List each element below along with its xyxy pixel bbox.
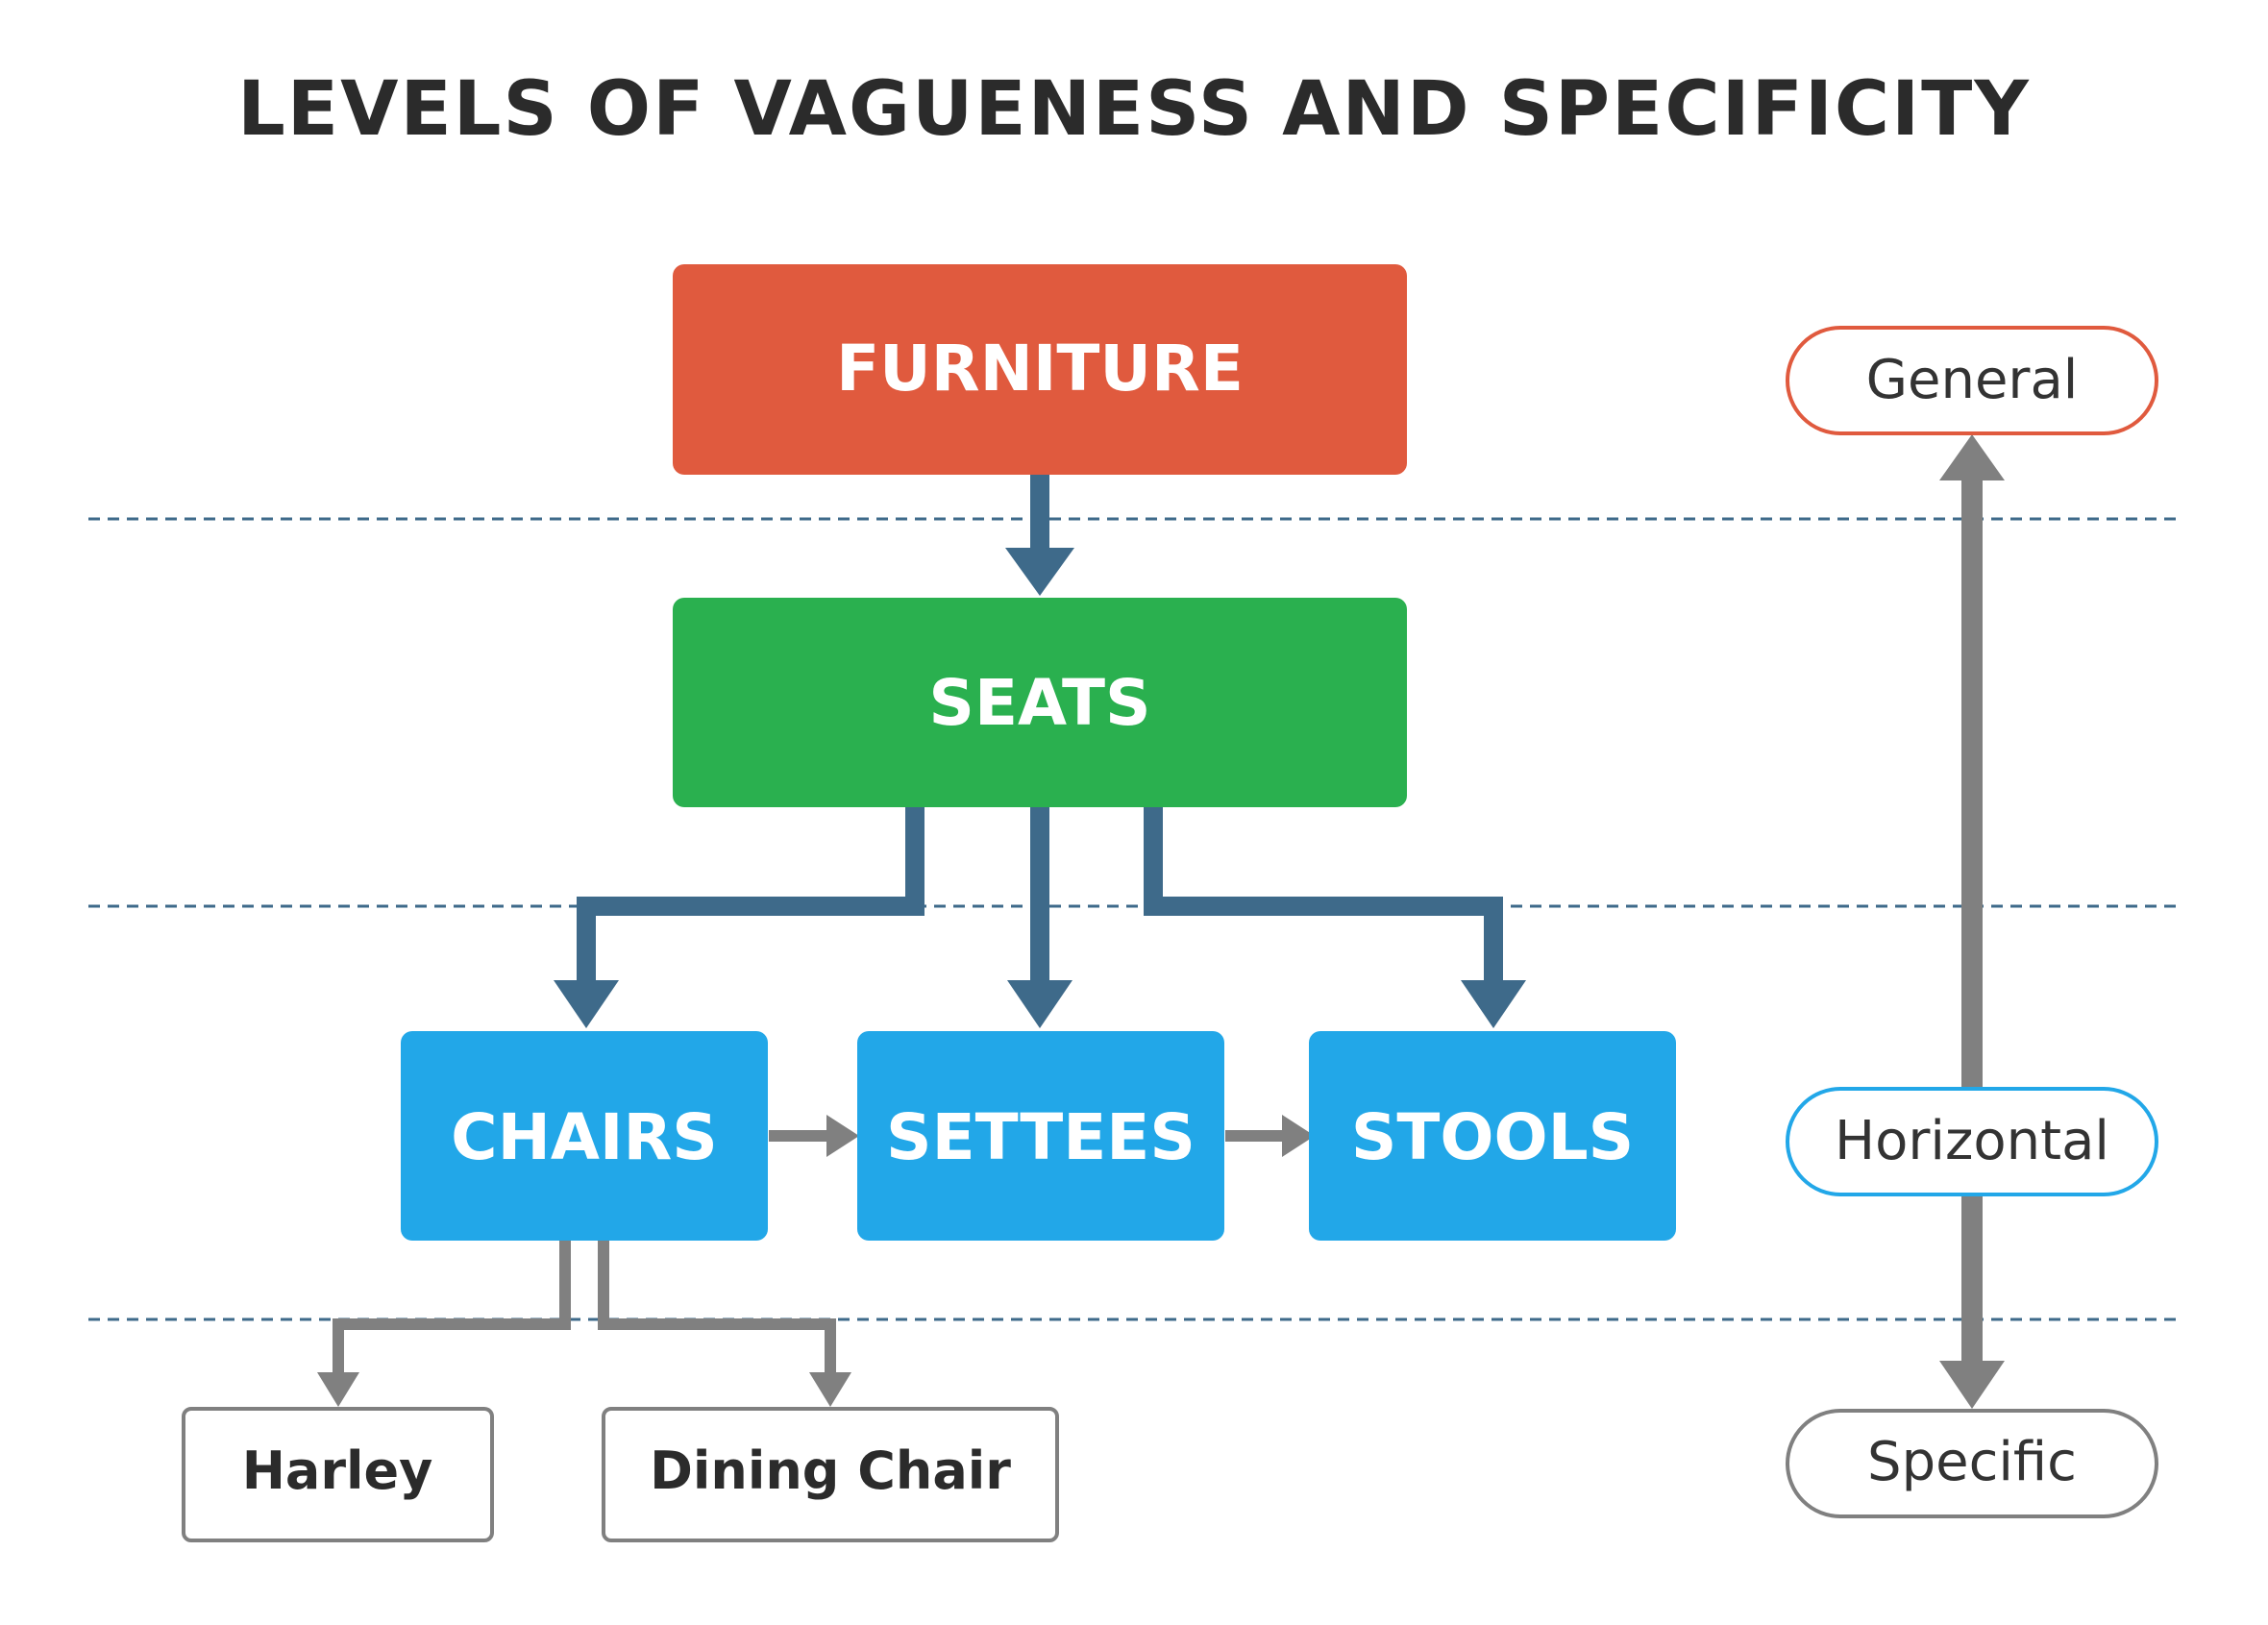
node-settees-label: SETTEES	[886, 1100, 1196, 1174]
connector-seats-chairs	[577, 807, 924, 985]
node-settees: SETTEES	[857, 1031, 1224, 1241]
node-dining-chair-box	[602, 1407, 1059, 1542]
arrowhead-icon	[1005, 548, 1074, 596]
node-furniture-label: FURNITURE	[836, 332, 1244, 406]
arrowhead-icon	[554, 980, 619, 1028]
node-seats: SEATS	[673, 598, 1407, 807]
node-chairs-label: CHAIRS	[451, 1100, 718, 1174]
scale-horizontal-label: Horizontal	[1835, 1110, 2109, 1172]
arrowhead-icon	[809, 1372, 851, 1407]
arrowhead-icon	[826, 1115, 859, 1157]
arrowhead-icon	[1282, 1115, 1315, 1157]
secondary-arrowheads	[317, 1115, 1315, 1407]
secondary-connectors	[333, 1130, 1288, 1376]
connector-chairs-harley	[333, 1240, 571, 1376]
node-stools: STOOLS	[1309, 1031, 1676, 1241]
scale-specific-label: Specific	[1867, 1431, 2077, 1493]
arrow-up-icon	[1939, 434, 2005, 480]
arrowhead-icon	[1007, 980, 1072, 1028]
node-harley: Harley	[182, 1407, 494, 1542]
arrowhead-icon	[317, 1372, 359, 1407]
scale-general: General	[1786, 326, 2158, 435]
scale-specific-pill	[1786, 1409, 2158, 1518]
primary-arrowheads	[554, 548, 1526, 1028]
specificity-scale: General Horizontal Specific	[1786, 326, 2158, 1518]
scale-general-label: General	[1866, 349, 2079, 411]
primary-connectors	[577, 475, 1503, 985]
node-seats-box	[673, 598, 1407, 807]
node-stools-box	[1309, 1031, 1676, 1241]
connector-chairs-dining	[598, 1240, 836, 1376]
node-furniture: FURNITURE	[673, 264, 1407, 475]
arrowhead-icon	[1461, 980, 1526, 1028]
scale-horizontal-pill	[1786, 1087, 2158, 1196]
node-furniture-box	[673, 264, 1407, 475]
connector-seats-stools	[1144, 807, 1503, 985]
node-settees-box	[857, 1031, 1224, 1241]
node-harley-box	[182, 1407, 494, 1542]
node-dining-chair-label: Dining Chair	[650, 1440, 1011, 1501]
scale-specific: Specific	[1786, 1409, 2158, 1518]
scale-general-pill	[1786, 326, 2158, 435]
node-dining-chair: Dining Chair	[602, 1407, 1059, 1542]
node-chairs-box	[401, 1031, 768, 1241]
node-seats-label: SEATS	[928, 666, 1150, 740]
node-stools-label: STOOLS	[1351, 1100, 1634, 1174]
arrow-down-icon	[1939, 1361, 2005, 1409]
scale-horizontal: Horizontal	[1786, 1087, 2158, 1196]
node-harley-label: Harley	[242, 1440, 433, 1501]
node-chairs: CHAIRS	[401, 1031, 768, 1241]
page-title: LEVELS OF VAGUENESS AND SPECIFICITY	[237, 66, 2031, 153]
